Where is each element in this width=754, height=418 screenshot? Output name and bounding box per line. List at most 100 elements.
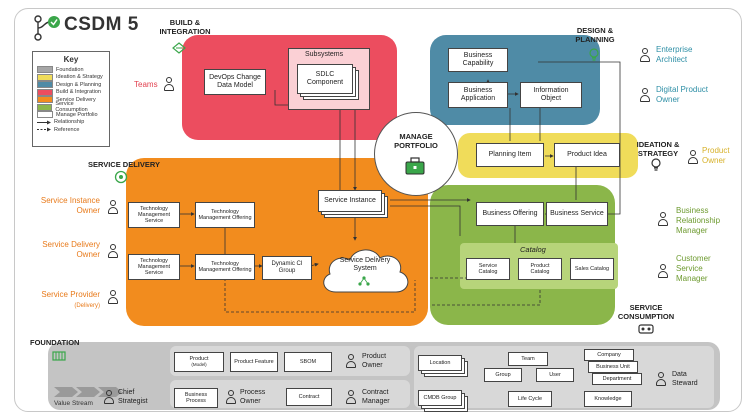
devops-change-data-model-box[interactable]: DevOps Change Data Model bbox=[204, 69, 266, 95]
role-chief-strategist: Chief Strategist bbox=[118, 389, 148, 405]
product-catalog-box[interactable]: Product Catalog bbox=[518, 258, 562, 280]
service-catalog-box[interactable]: Service Catalog bbox=[466, 258, 510, 280]
person-icon bbox=[108, 244, 118, 258]
dynamic-ci-group-box[interactable]: Dynamic CI Group bbox=[262, 256, 312, 280]
role-customer-service-manager: Customer Service Manager bbox=[676, 254, 711, 283]
person-icon bbox=[640, 88, 650, 102]
person-icon bbox=[346, 390, 356, 404]
legend-key: Key Foundation Ideation & Strategy Desig… bbox=[32, 51, 110, 147]
legend-item: Service Consumption bbox=[37, 101, 105, 113]
business-offering-box[interactable]: Business Offering bbox=[476, 202, 544, 226]
team-box[interactable]: Team bbox=[508, 352, 548, 366]
role-data-steward: Data Steward bbox=[672, 371, 698, 387]
role-product-owner: Product Owner bbox=[702, 146, 730, 165]
section-label-design: DESIGN & PLANNING bbox=[575, 26, 615, 44]
user-box[interactable]: User bbox=[536, 368, 574, 382]
legend-item: Service Delivery bbox=[37, 96, 105, 104]
company-box[interactable]: Company bbox=[584, 349, 634, 361]
tech-mgmt-service-box-2[interactable]: Technology Management Service bbox=[128, 254, 180, 280]
lightbulb-icon bbox=[589, 48, 599, 61]
section-label-build: BUILD & INTEGRATION bbox=[159, 18, 211, 36]
section-label-foundation: FOUNDATION bbox=[30, 338, 80, 347]
contract-box[interactable]: Contract bbox=[286, 388, 332, 406]
role-business-relationship-manager: Business Relationship Manager bbox=[676, 206, 721, 235]
page-title: CSDM 5 bbox=[64, 14, 139, 35]
role-enterprise-architect: Enterprise Architect bbox=[656, 45, 693, 64]
product-idea-box[interactable]: Product Idea bbox=[554, 143, 620, 167]
role-service-provider-sublabel: (Delivery) bbox=[74, 303, 100, 309]
legend-item: Build & Integration bbox=[37, 88, 105, 97]
manage-portfolio-label: MANAGE PORTFOLIO bbox=[394, 132, 438, 150]
person-icon bbox=[346, 354, 356, 368]
csdm-logo-icon bbox=[34, 15, 60, 41]
logo bbox=[30, 14, 62, 42]
legend-item: Manage Portfolio bbox=[37, 111, 105, 119]
sbom-box[interactable]: SBOM bbox=[284, 352, 332, 372]
person-icon bbox=[226, 390, 236, 404]
section-label-delivery: SERVICE DELIVERY bbox=[87, 160, 161, 169]
product-feature-box[interactable]: Product Feature bbox=[230, 352, 278, 372]
catalog-title: Catalog bbox=[520, 245, 546, 254]
service-delivery-region bbox=[126, 158, 428, 326]
role-digital-product-owner: Digital Product Owner bbox=[656, 85, 709, 104]
role-service-provider: Service Provider (Delivery) bbox=[28, 290, 100, 311]
product-model-label: Product bbox=[189, 356, 209, 362]
sdlc-component-box[interactable]: SDLC Component bbox=[297, 64, 353, 94]
business-application-box[interactable]: Business Application bbox=[448, 82, 508, 108]
business-service-box[interactable]: Business Service bbox=[546, 202, 608, 226]
service-instance-box[interactable]: Service Instance bbox=[318, 190, 382, 212]
role-service-provider-label: Service Provider bbox=[41, 290, 100, 299]
legend-item: Design & Planning bbox=[37, 81, 105, 89]
business-process-box[interactable]: Business Process bbox=[174, 388, 218, 408]
role-product-owner-foundation: Product Owner bbox=[362, 353, 387, 369]
sales-catalog-box[interactable]: Sales Catalog bbox=[570, 258, 614, 280]
tech-mgmt-service-box-1[interactable]: Technology Management Service bbox=[128, 202, 180, 228]
tech-mgmt-offering-box-1[interactable]: Technology Management Offering bbox=[195, 202, 255, 228]
person-icon bbox=[658, 212, 668, 226]
foundation-building-icon bbox=[52, 351, 66, 361]
life-cycle-box[interactable]: Life Cycle bbox=[508, 391, 552, 407]
legend-item: Foundation bbox=[37, 66, 105, 74]
product-model-sublabel: (Model) bbox=[191, 362, 207, 367]
planning-item-box[interactable]: Planning Item bbox=[476, 143, 544, 167]
department-box[interactable]: Department bbox=[592, 373, 642, 385]
business-unit-box[interactable]: Business Unit bbox=[588, 361, 638, 373]
legend-title: Key bbox=[63, 55, 79, 64]
person-icon bbox=[658, 264, 668, 278]
service-delivery-system-label[interactable]: Service Delivery System bbox=[339, 257, 391, 272]
briefcase-icon bbox=[405, 157, 425, 175]
subsystems-label: Subsystems bbox=[305, 51, 344, 58]
person-icon bbox=[108, 200, 118, 214]
location-box[interactable]: Location bbox=[418, 355, 462, 371]
legend-item: Ideation & Strategy bbox=[37, 73, 105, 82]
network-icon bbox=[358, 276, 370, 286]
person-icon bbox=[656, 372, 666, 386]
manage-portfolio-circle[interactable] bbox=[374, 112, 458, 196]
value-stream-label: Value Stream bbox=[54, 400, 93, 407]
tech-mgmt-offering-box-2[interactable]: Technology Management Offering bbox=[195, 254, 255, 280]
person-icon bbox=[104, 390, 114, 404]
legend-item: Relationship bbox=[37, 119, 105, 127]
build-integration-icon bbox=[172, 42, 186, 54]
information-object-box[interactable]: Information Object bbox=[520, 82, 582, 108]
knowledge-box[interactable]: Knowledge bbox=[584, 391, 632, 407]
person-icon bbox=[108, 290, 118, 304]
role-service-instance-owner: Service Instance Owner bbox=[40, 196, 100, 215]
role-process-owner: Process Owner bbox=[240, 389, 266, 405]
consumption-people-icon bbox=[638, 324, 654, 334]
delivery-gear-icon bbox=[114, 170, 128, 184]
legend-item: Reference bbox=[37, 126, 105, 134]
person-icon bbox=[640, 48, 650, 62]
group-box[interactable]: Group bbox=[484, 368, 522, 382]
role-contract-manager: Contract Manager bbox=[362, 389, 390, 405]
role-teams: Teams bbox=[134, 80, 158, 89]
role-service-delivery-owner: Service Delivery Owner bbox=[42, 240, 100, 259]
business-capability-box[interactable]: Business Capability bbox=[448, 48, 508, 72]
person-icon bbox=[688, 150, 698, 164]
section-label-consumption: SERVICE CONSUMPTION bbox=[617, 303, 675, 321]
person-icon bbox=[164, 77, 174, 91]
section-label-ideation: IDEATION & STRATEGY bbox=[636, 140, 680, 158]
idea-bulb-icon bbox=[651, 158, 661, 171]
product-model-box[interactable]: Product (Model) bbox=[174, 352, 224, 372]
cmdb-group-box[interactable]: CMDB Group bbox=[418, 390, 462, 406]
